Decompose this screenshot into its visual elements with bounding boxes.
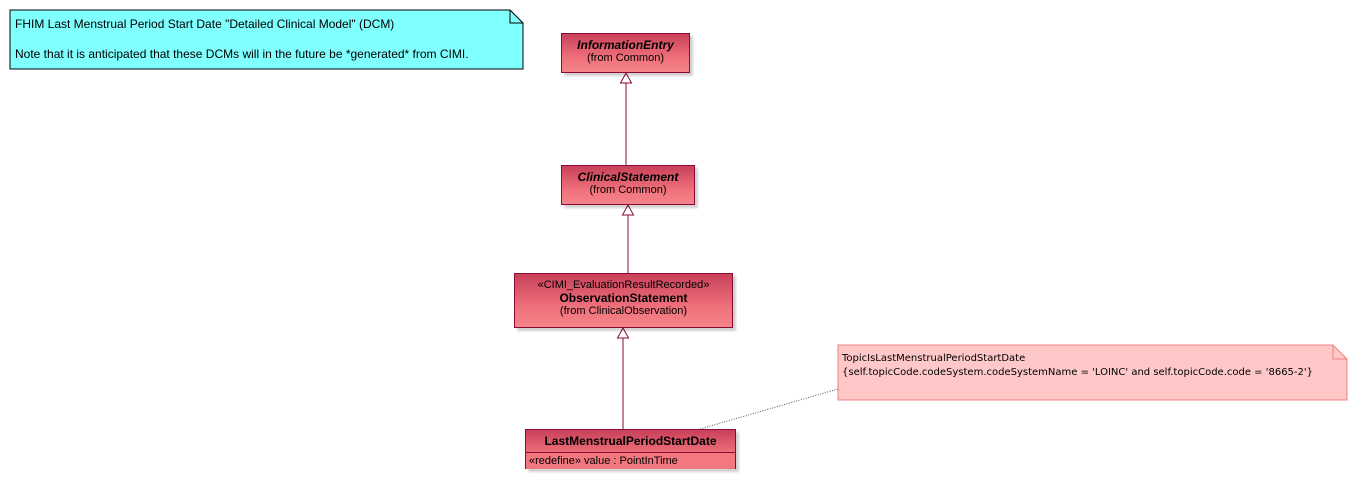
class-observation-statement[interactable]: «CIMI_EvaluationResultRecorded» Observat… [514, 273, 733, 328]
class-name: LastMenstrualPeriodStartDate [544, 434, 717, 448]
constraint-name: TopicIsLastMenstrualPeriodStartDate [842, 353, 1026, 364]
class-package: (from Common) [589, 184, 667, 196]
class-last-menstrual-period-start-date[interactable]: LastMenstrualPeriodStartDate «redefine» … [525, 429, 736, 469]
class-stereotype: «CIMI_EvaluationResultRecorded» [537, 279, 710, 291]
class-clinical-statement[interactable]: ClinicalStatement (from Common) [561, 165, 695, 205]
class-package: (from Common) [586, 52, 664, 64]
constraint-note: TopicIsLastMenstrualPeriodStartDate {sel… [838, 345, 1347, 400]
header-note: FHIM Last Menstrual Period Start Date "D… [10, 10, 523, 69]
class-information-entry[interactable]: InformationEntry (from Common) [561, 33, 690, 73]
constraint-note-outline [837, 344, 1348, 401]
class-attribute: «redefine» value : PointInTime [526, 452, 735, 469]
class-name: InformationEntry [577, 38, 674, 52]
header-note-title: FHIM Last Menstrual Period Start Date "D… [15, 17, 395, 31]
header-note-outline [9, 9, 524, 70]
class-name: ObservationStatement [559, 291, 688, 305]
note-anchor-line [699, 388, 839, 430]
class-name: ClinicalStatement [577, 170, 679, 184]
generalization-lmp-to-observationstatement [616, 326, 630, 429]
class-package: (from ClinicalObservation) [559, 305, 688, 317]
generalization-clinicalstatement-to-informationentry [619, 71, 633, 165]
header-note-text: Note that it is anticipated that these D… [15, 47, 469, 61]
constraint-expression: {self.topicCode.codeSystem.codeSystemNam… [842, 367, 1314, 378]
generalization-observationstatement-to-clinicalstatement [621, 203, 635, 273]
